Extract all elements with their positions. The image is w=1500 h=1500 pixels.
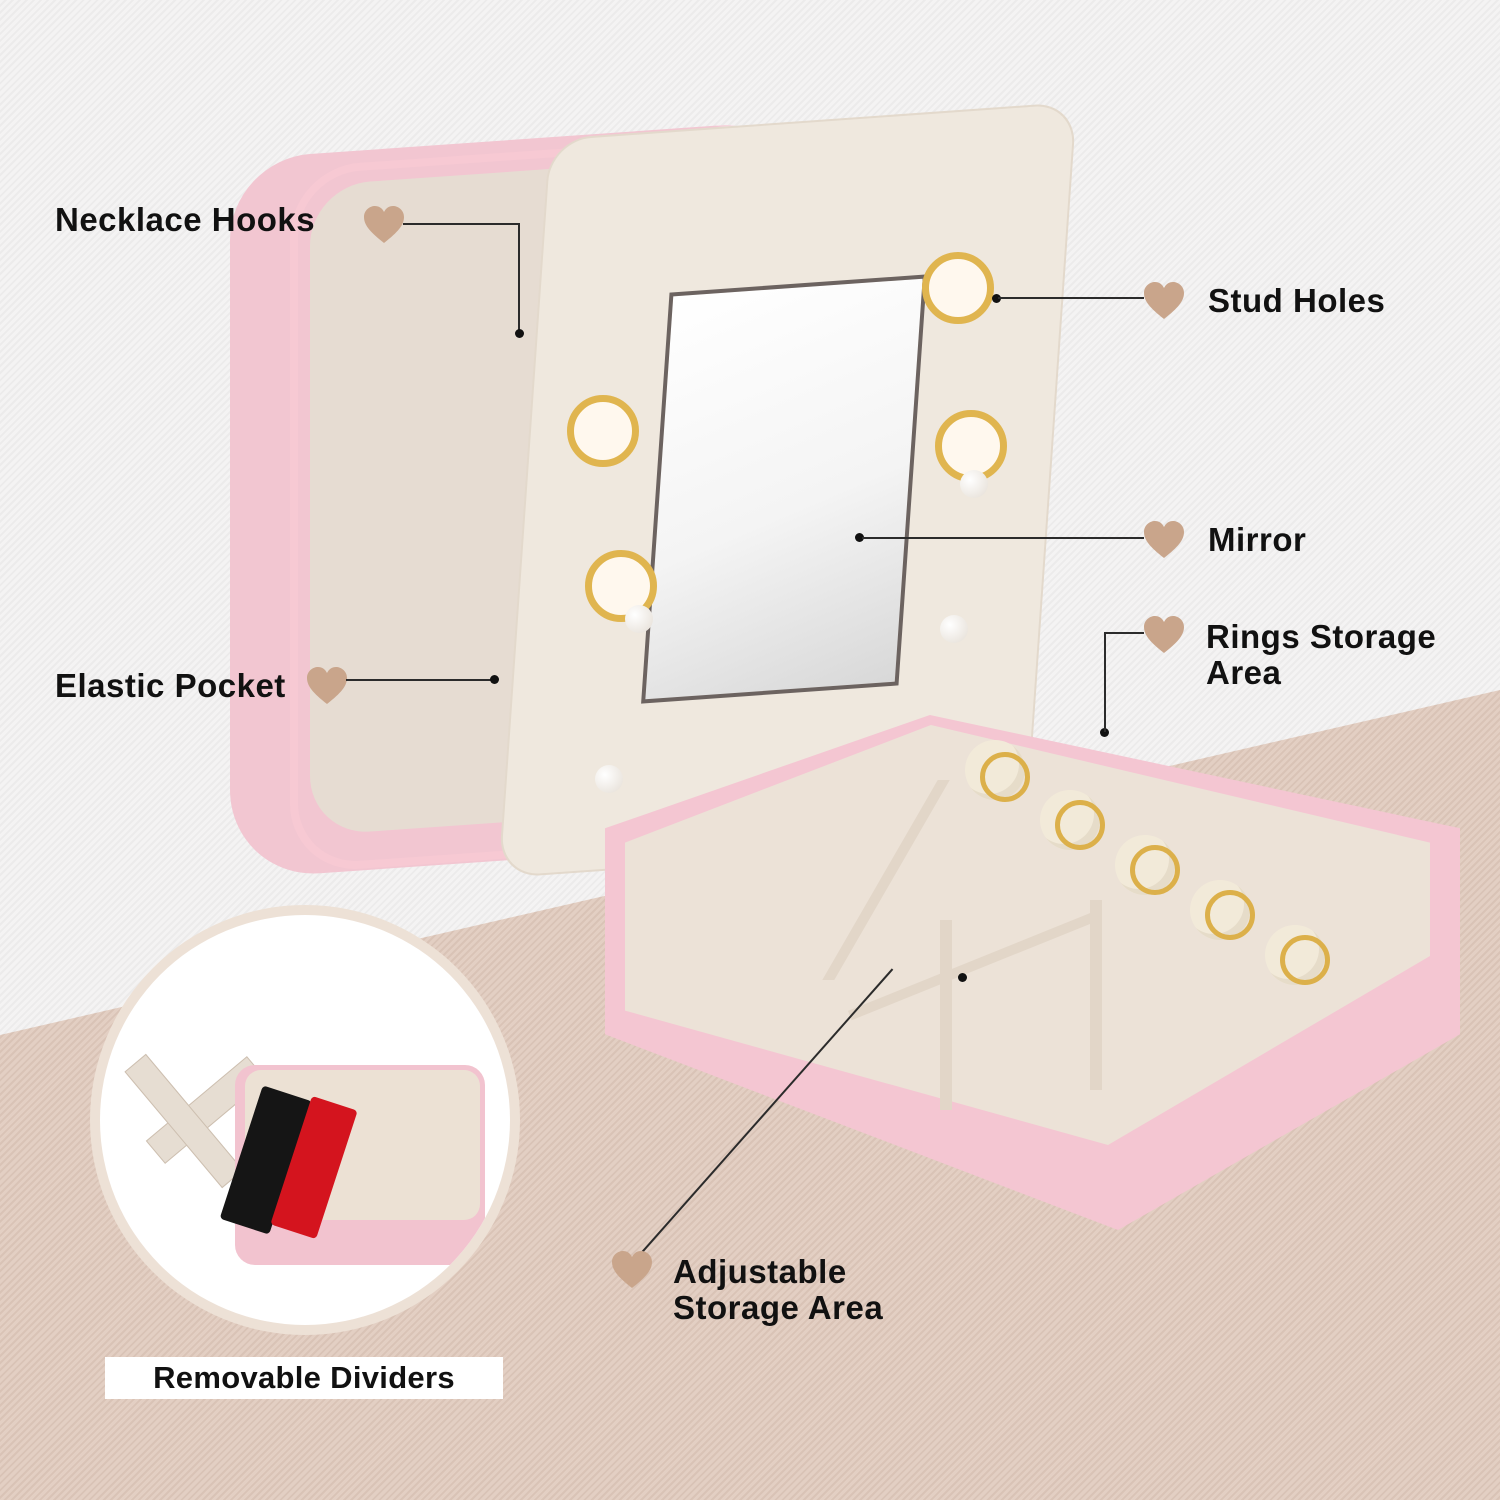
callout-line	[998, 297, 1144, 299]
heart-icon	[1142, 520, 1186, 560]
pearl-earring	[960, 470, 988, 498]
callout-anchor-dot	[958, 973, 967, 982]
removable-dividers-label: Removable Dividers	[153, 1360, 455, 1395]
pearl-earring	[940, 615, 968, 643]
callout-rings-storage-label-line1: Rings Storage	[1206, 618, 1437, 655]
gold-ring	[1055, 800, 1105, 850]
stud-earring	[922, 252, 994, 324]
gold-ring	[1205, 890, 1255, 940]
heart-icon	[1142, 615, 1186, 655]
stud-earring	[567, 395, 639, 467]
callout-line	[403, 223, 519, 225]
tray-divider	[1090, 900, 1102, 1090]
callout-necklace-hooks-label: Necklace Hooks	[55, 201, 316, 238]
callout-line	[518, 223, 520, 333]
callout-elastic-pocket-label: Elastic Pocket	[55, 667, 286, 704]
pearl-earring	[595, 765, 623, 793]
callout-mirror-label: Mirror	[1208, 521, 1307, 558]
callout-anchor-dot	[490, 675, 499, 684]
callout-line	[1104, 632, 1144, 634]
callout-anchor-dot	[515, 329, 524, 338]
gold-ring	[1280, 935, 1330, 985]
heart-icon	[362, 205, 406, 245]
heart-icon	[610, 1250, 654, 1290]
callout-anchor-dot	[1100, 728, 1109, 737]
callout-line	[1104, 632, 1106, 732]
callout-adjustable-storage-label-line2: Storage Area	[673, 1289, 884, 1326]
heart-icon	[1142, 281, 1186, 321]
pearl-earring	[625, 605, 653, 633]
callout-line	[862, 537, 1144, 539]
callout-anchor-dot	[992, 294, 1001, 303]
heart-icon	[305, 666, 349, 706]
removable-dividers-inset	[100, 915, 510, 1325]
callout-stud-holes-label: Stud Holes	[1208, 282, 1386, 319]
callout-adjustable-storage-label-line1: Adjustable	[673, 1253, 847, 1290]
tray-divider	[940, 920, 952, 1110]
callout-anchor-dot	[855, 533, 864, 542]
gold-ring	[1130, 845, 1180, 895]
removable-dividers-caption: Removable Dividers	[105, 1357, 503, 1399]
mirror-glass	[641, 274, 927, 704]
gold-ring	[980, 752, 1030, 802]
callout-rings-storage-label-line2: Area	[1206, 654, 1282, 691]
callout-line	[346, 679, 494, 681]
